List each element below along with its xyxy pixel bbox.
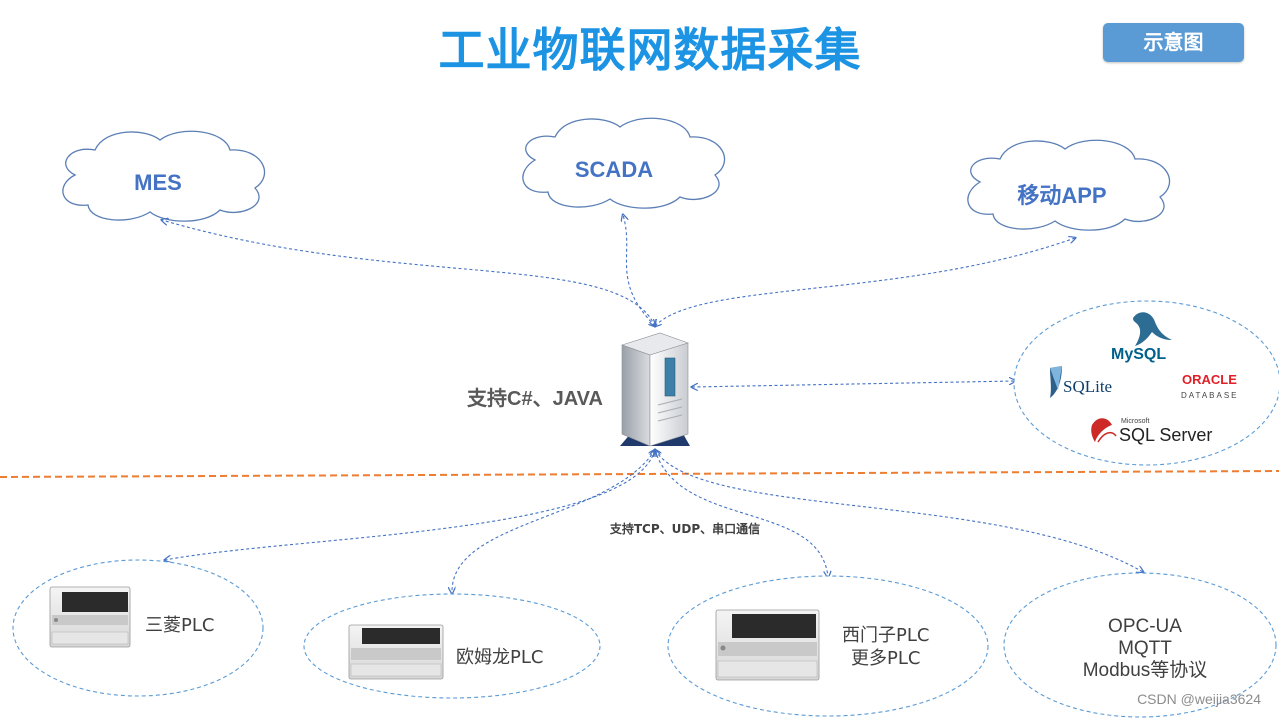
cloud-mes	[62, 130, 266, 222]
protocol-list: OPC-UA MQTT Modbus等协议	[1060, 616, 1230, 682]
server-icon	[620, 332, 690, 447]
sqlserver-brand: Microsoft	[1121, 418, 1150, 425]
upper-connectors	[162, 215, 1075, 387]
cloud-label-mes: MES	[134, 170, 182, 195]
cloud-scada	[522, 117, 726, 209]
plc-label-omron: 欧姆龙PLC	[456, 647, 544, 668]
connector-server-scada	[623, 215, 655, 326]
mysql-logo: MySQL	[1111, 346, 1167, 363]
oracle-logo-sub: DATABASE	[1181, 391, 1239, 400]
connector-server-protocols	[655, 450, 1143, 572]
page-title: 工业物联网数据采集	[438, 23, 862, 77]
separator-line	[0, 470, 1279, 478]
connector-server-mitsubishi	[165, 450, 655, 560]
plc-mitsubishi-icon	[49, 586, 131, 648]
watermark: CSDN @weijia3624	[1137, 691, 1261, 707]
lower-connectors	[165, 450, 1143, 593]
connector-server-mes	[162, 220, 655, 326]
sqlserver-logo: SQL Server	[1119, 425, 1213, 445]
plc-omron-icon	[348, 624, 444, 680]
cloud-label-mobile: 移动APP	[1017, 183, 1107, 208]
plc-siemens-icon	[715, 609, 820, 681]
protocol-opcua: OPC-UA	[1108, 616, 1182, 637]
sqlite-feather-icon	[1050, 366, 1062, 398]
diagram-badge: 示意图	[1103, 23, 1244, 62]
sqlite-logo: SQLite	[1063, 377, 1113, 396]
cloud-label-scada: SCADA	[574, 157, 654, 182]
group-protocols	[1003, 572, 1277, 718]
connector-server-siemens	[655, 450, 828, 577]
plc-label-siemens: 西门子PLC	[842, 625, 930, 646]
plc-label-more: 更多PLC	[851, 648, 921, 669]
protocol-label: 支持TCP、UDP、串口通信	[609, 522, 761, 536]
mysql-dolphin-icon	[1133, 312, 1172, 346]
protocol-mqtt: MQTT	[1118, 638, 1172, 659]
cloud-mobile-app	[967, 139, 1171, 231]
connector-server-omron	[452, 450, 655, 593]
connector-server-mobile	[655, 238, 1075, 326]
sqlserver-logo-icon	[1091, 418, 1117, 443]
plc-label-mitsubishi: 三菱PLC	[145, 615, 215, 636]
protocol-modbus: Modbus等协议	[1082, 660, 1208, 681]
group-omron	[303, 593, 601, 699]
database-group	[1013, 300, 1279, 466]
server-label: 支持C#、JAVA	[467, 388, 603, 410]
oracle-logo: ORACLE	[1182, 372, 1237, 387]
connector-server-database	[692, 381, 1015, 387]
